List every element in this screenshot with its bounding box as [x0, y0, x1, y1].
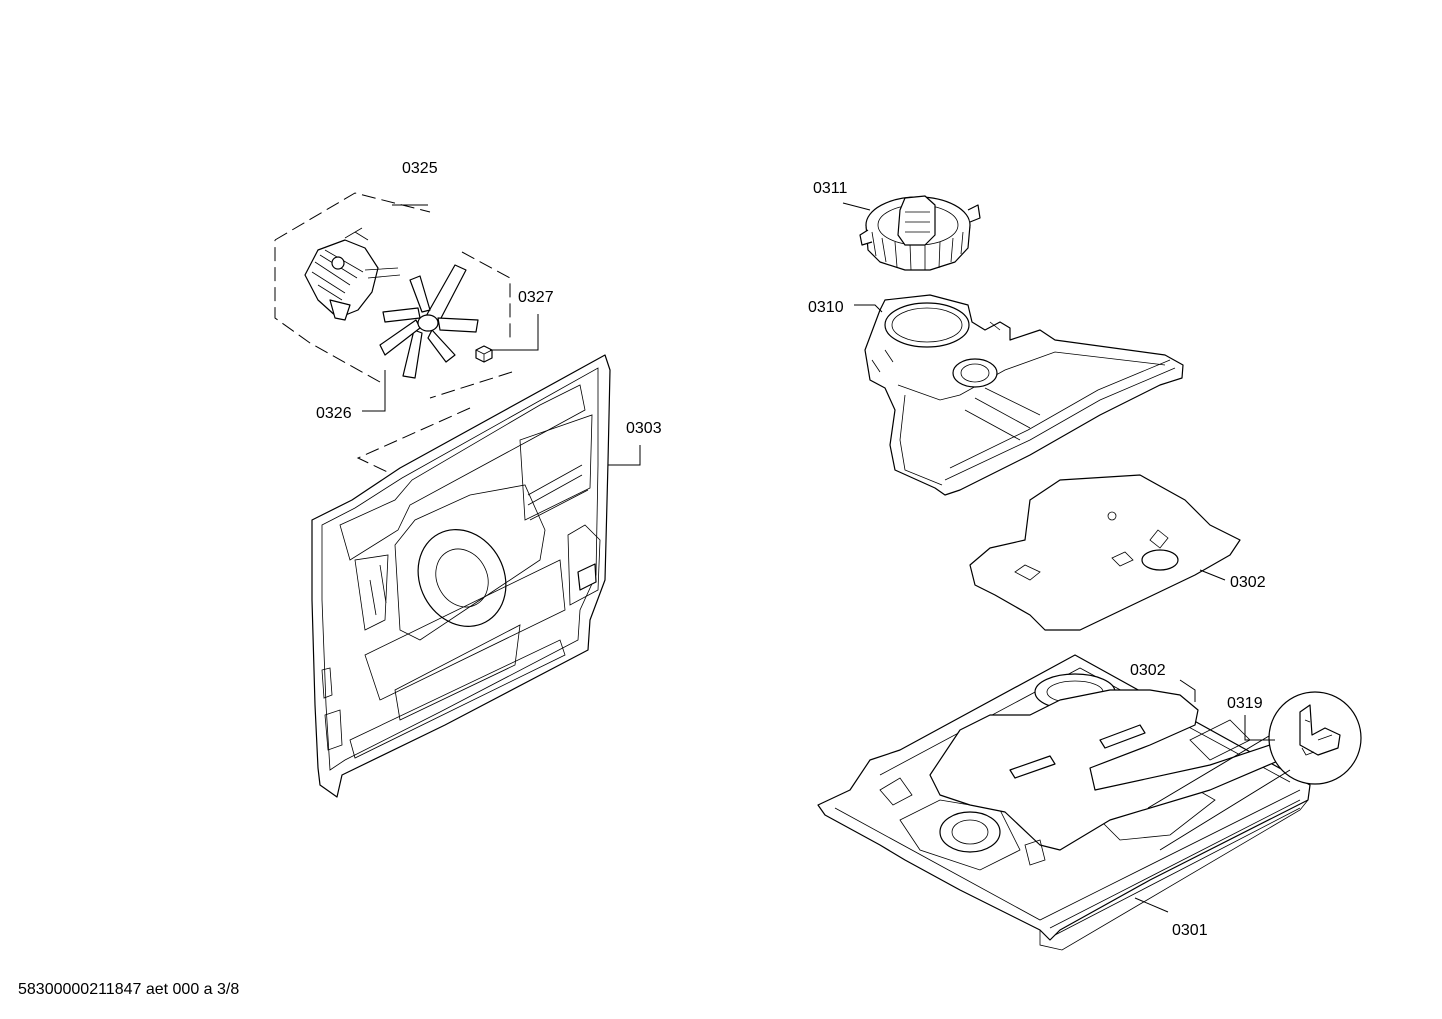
leader-lines	[362, 202, 1275, 913]
label-0310: 0310	[808, 299, 844, 316]
cooling-fan	[859, 195, 981, 271]
label-0301: 0301	[1172, 922, 1208, 939]
document-id-footer: 58300000211847 aet 000 a 3/8	[18, 981, 240, 998]
fan-motor	[304, 227, 401, 321]
fan-impeller	[379, 264, 479, 379]
back-panel	[311, 354, 611, 798]
sensor-detail	[1147, 691, 1362, 851]
label-0326: 0326	[316, 405, 352, 422]
label-0327: 0327	[518, 289, 554, 306]
label-0325: 0325	[402, 160, 438, 177]
fan-motor-assembly-group	[274, 192, 513, 479]
label-0302-lower: 0302	[1130, 662, 1166, 679]
label-0311: 0311	[813, 180, 848, 197]
label-0302-upper: 0302	[1230, 574, 1266, 591]
air-duct	[864, 294, 1184, 496]
label-0319: 0319	[1227, 695, 1263, 712]
fan-nut	[475, 345, 493, 363]
label-0303: 0303	[626, 420, 662, 437]
cover-plate	[969, 474, 1241, 631]
insulation-mat	[929, 689, 1293, 866]
